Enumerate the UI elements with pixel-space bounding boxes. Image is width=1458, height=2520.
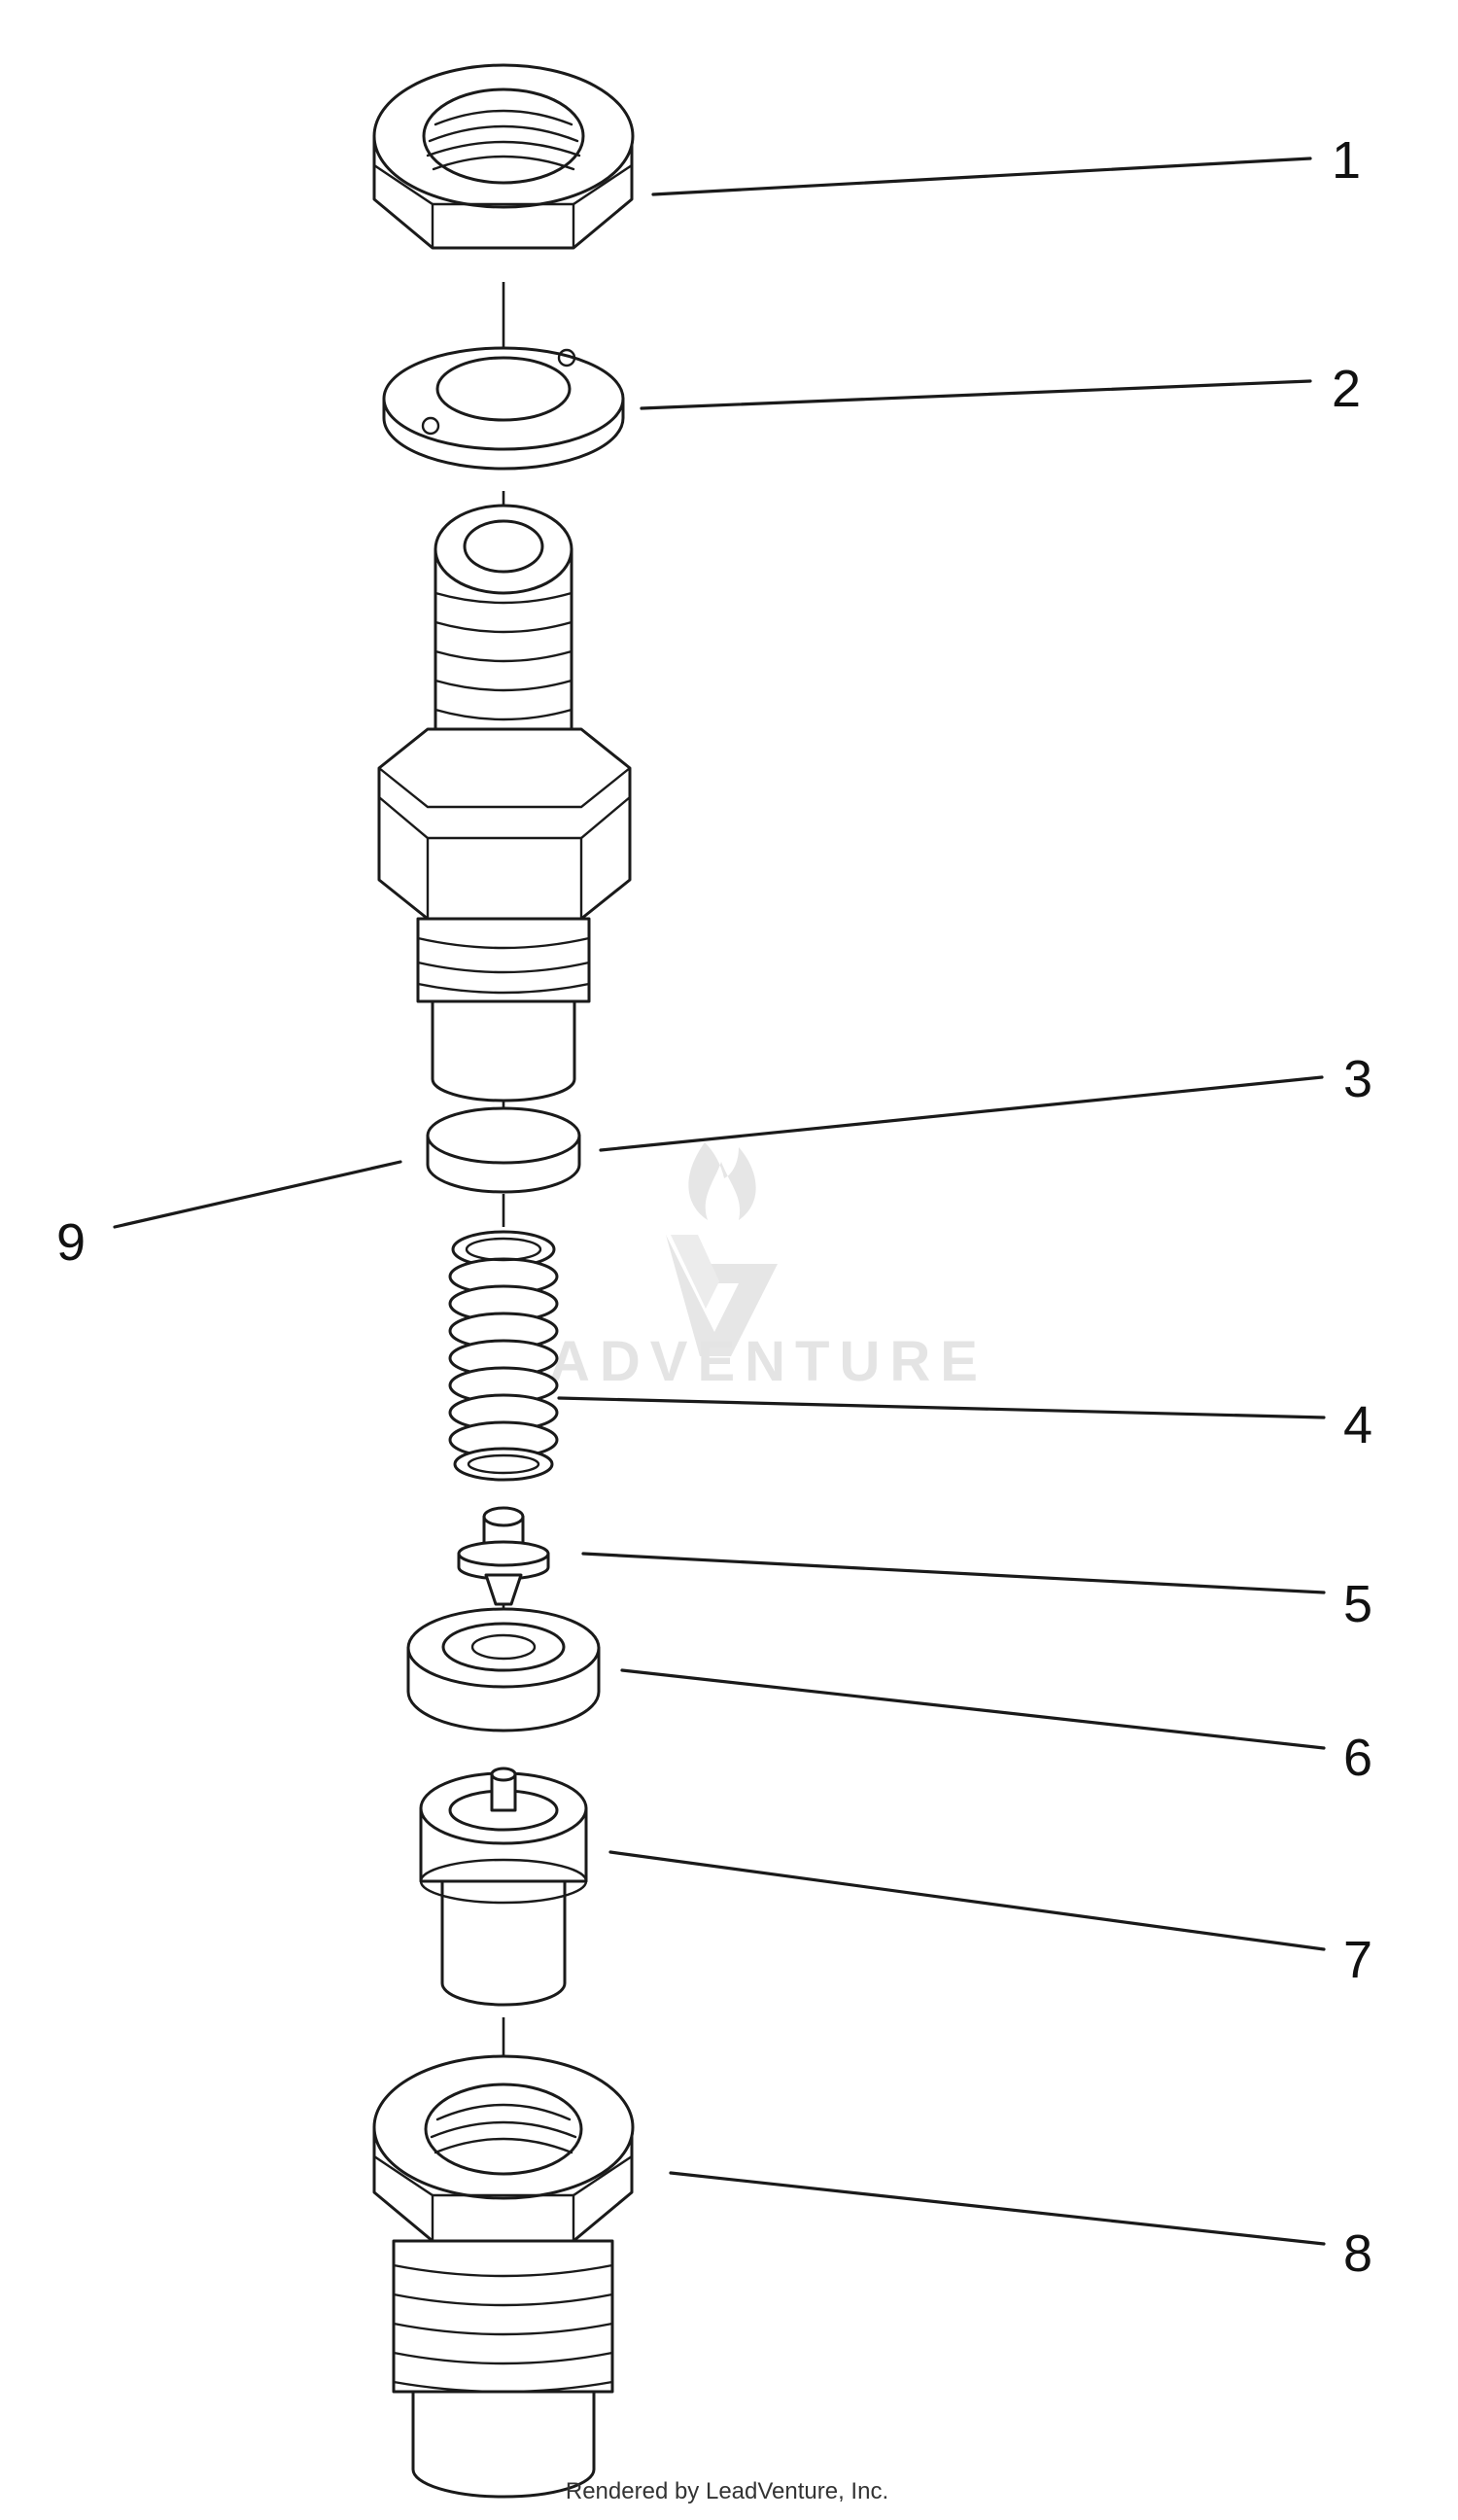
callout-4: 4: [1343, 1396, 1372, 1454]
callout-3: 3: [1343, 1050, 1372, 1108]
part-6-seat-ring: [406, 1607, 601, 1732]
callout-2: 2: [1332, 360, 1361, 418]
leader-6: [620, 1668, 1326, 1750]
part-3-disc-seal: [426, 1106, 581, 1194]
valve-body: [377, 504, 632, 1102]
flame-v-logo-icon: [666, 1142, 778, 1356]
footer-credit: Rendered by LeadVenture, Inc.: [566, 2478, 888, 2504]
leader-2: [640, 379, 1312, 410]
callout-5: 5: [1343, 1575, 1372, 1633]
part-7-cage: [419, 1767, 588, 2007]
leader-8: [669, 2171, 1326, 2246]
part-5-poppet: [457, 1506, 550, 1606]
callout-8: 8: [1343, 2224, 1372, 2283]
watermark: ADVENTURE: [549, 1142, 988, 1393]
leader-9: [113, 1160, 402, 1229]
callout-7: 7: [1343, 1931, 1372, 1989]
leader-3: [599, 1075, 1324, 1152]
leader-7: [608, 1850, 1326, 1951]
callout-1: 1: [1332, 131, 1361, 190]
leader-5: [581, 1552, 1326, 1594]
leader-lines: [113, 157, 1326, 2246]
part-2-washer: [382, 346, 625, 471]
part-1-hex-nut: [372, 63, 635, 250]
watermark-text: ADVENTURE: [549, 1330, 988, 1393]
leader-4: [557, 1396, 1326, 1419]
callout-9: 9: [56, 1213, 86, 1272]
callout-6: 6: [1343, 1729, 1372, 1787]
callout-labels: 1 2 3 4 5 6 7 8 9: [56, 131, 1372, 2283]
part-4-spring: [448, 1230, 559, 1482]
leader-1: [651, 157, 1312, 196]
part-8-fitting: [372, 2054, 635, 2499]
